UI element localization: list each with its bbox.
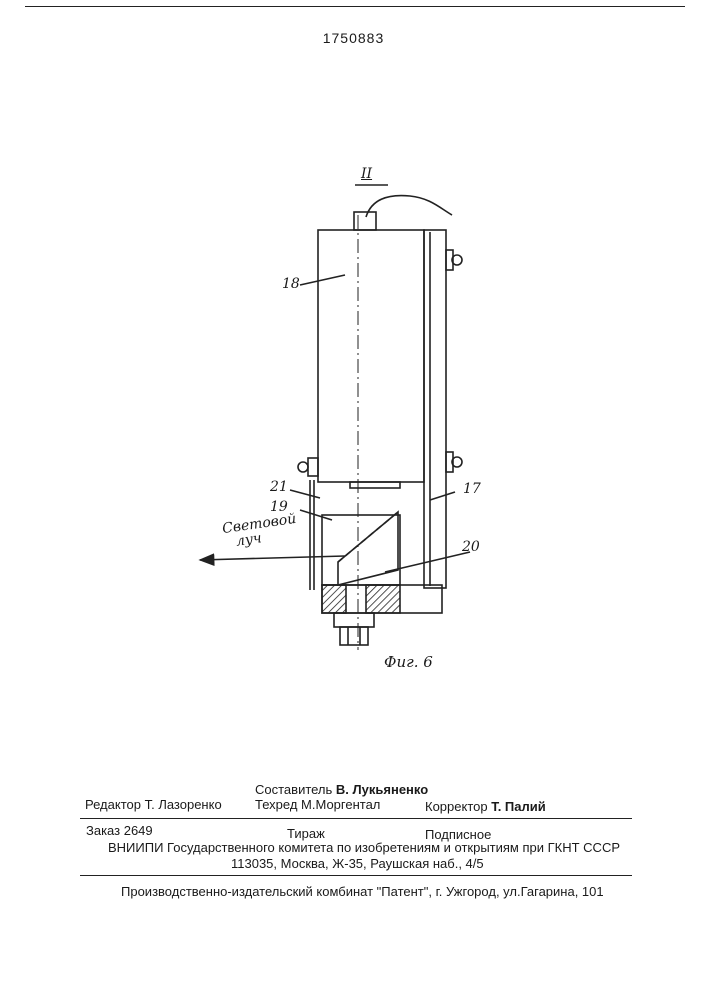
- circulation: Тираж: [287, 826, 325, 841]
- editor-line: Редактор Т. Лазоренко: [85, 797, 222, 812]
- label-20: 20: [462, 539, 480, 555]
- label-21: 21: [270, 479, 288, 495]
- screw-left: [308, 458, 318, 476]
- compiler-line: Составитель В. Лукьяненко: [255, 782, 428, 797]
- light-beam-arrow: [200, 556, 345, 560]
- compiler-role: Составитель: [255, 782, 332, 797]
- corrector-name: Т. Палий: [491, 799, 546, 814]
- housing-18: [318, 230, 424, 482]
- org-line: ВНИИПИ Государственного комитета по изоб…: [108, 840, 620, 855]
- side-plate-17: [424, 230, 446, 588]
- techred-line: Техред М.Моргентал: [255, 797, 380, 812]
- imprint-rule-top: [80, 818, 632, 819]
- top-connector: [354, 212, 376, 230]
- bottom-nut: [334, 613, 374, 627]
- address-line: 113035, Москва, Ж-35, Раушская наб., 4/5: [231, 856, 484, 871]
- imprint-rule-bottom: [80, 875, 632, 876]
- corrector-line: Корректор Т. Палий: [425, 799, 546, 814]
- label-17: 17: [463, 481, 481, 497]
- prism-block-19: [322, 515, 400, 585]
- prism-20: [338, 512, 398, 585]
- figure-drawing: [0, 0, 707, 700]
- corrector-role: Корректор: [425, 799, 488, 814]
- editor-name: Т. Лазоренко: [145, 797, 222, 812]
- order-number: Заказ 2649: [86, 823, 153, 838]
- compiler-name: В. Лукьяненко: [336, 782, 428, 797]
- figure-caption: Фиг. 6: [384, 653, 433, 671]
- cable-wire: [366, 196, 452, 217]
- view-mark: II: [361, 166, 372, 182]
- label-18: 18: [282, 276, 300, 292]
- publisher-line: Производственно-издательский комбинат "П…: [121, 884, 604, 899]
- editor-role: Редактор: [85, 797, 141, 812]
